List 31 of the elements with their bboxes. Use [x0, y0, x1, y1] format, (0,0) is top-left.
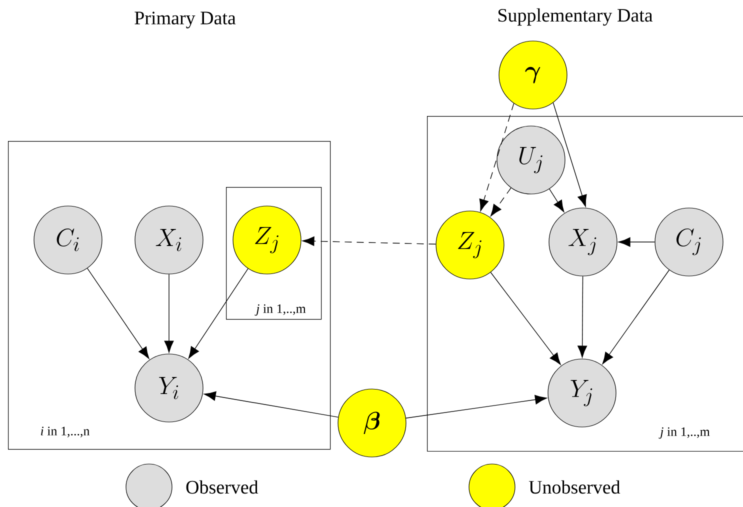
arrow [552, 102, 587, 207]
observed-node: $Y_i$ [134, 354, 204, 422]
arrow [302, 236, 436, 246]
arrow [204, 391, 339, 418]
arrow [406, 394, 547, 418]
unobserved-node: $\boldsymbol{\gamma}$ [498, 40, 568, 110]
arrow [490, 272, 561, 365]
arrow [618, 237, 656, 247]
arrow [164, 274, 174, 353]
arrow [479, 103, 514, 212]
arrow [188, 268, 248, 359]
plate-title: Primary Data [134, 12, 236, 28]
observed-node: $Y_j$ [548, 358, 616, 428]
plate-label: j in 1,..,m [254, 304, 306, 316]
observed-node: $X_j$ [548, 208, 618, 276]
unobserved-node: $Z_j$ [436, 210, 504, 280]
unobserved-node: $Z_j$ [232, 206, 302, 274]
arrow [549, 188, 564, 212]
observed-node: $X_i$ [134, 206, 204, 274]
legend-label: Observed [186, 480, 258, 494]
observed-node: $C_i$ [34, 206, 102, 274]
observed-node: $U_j$ [496, 126, 566, 194]
arrow [87, 268, 150, 359]
legend-label: Unobserved [528, 480, 620, 494]
arrow [578, 276, 588, 358]
plate-label: j in 1,..,m [658, 427, 710, 439]
observed-node: $C_j$ [654, 208, 724, 276]
arrow [602, 270, 670, 364]
unobserved-node: $\boldsymbol{\beta}$ [338, 388, 406, 458]
arrow [490, 188, 512, 216]
plate-label: i in 1,...,n [41, 426, 90, 438]
